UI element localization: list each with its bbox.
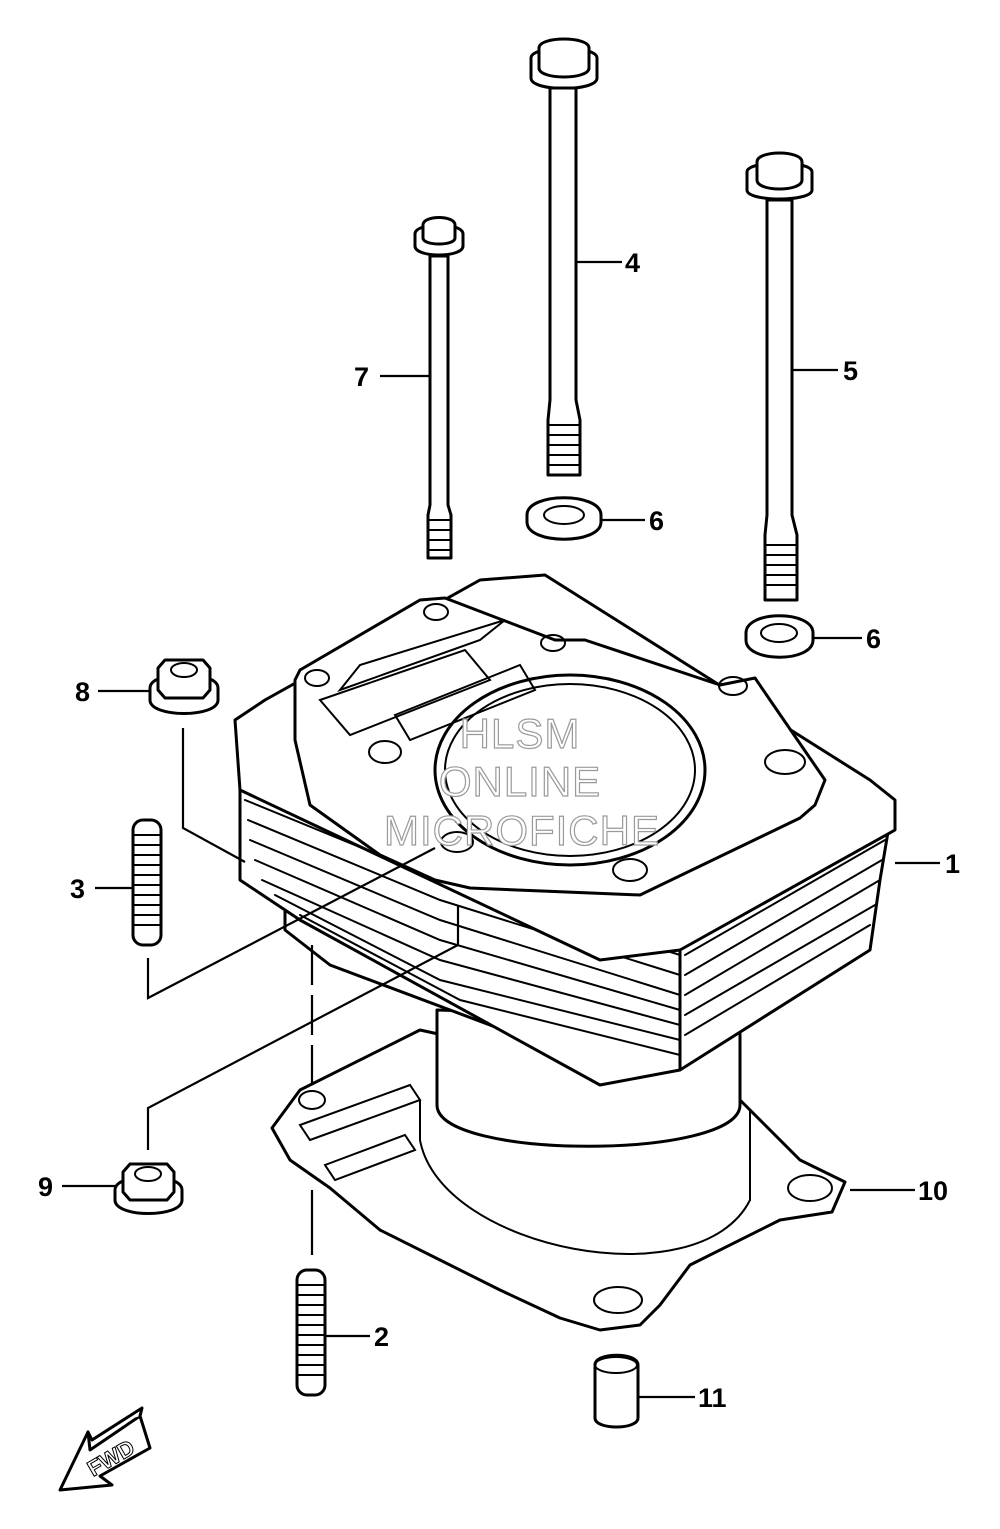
callout-5: 5: [843, 356, 858, 386]
callout-4: 4: [625, 248, 640, 278]
assembly-lines: [146, 728, 460, 1255]
dowel-pin[interactable]: [593, 1353, 640, 1429]
watermark-line-1: HLSM: [460, 710, 581, 757]
stud-bolt-lower[interactable]: [295, 1268, 327, 1397]
callout-labels: 1 2 3 4 5 6 6 7 8 9 10 11: [38, 248, 960, 1413]
watermark-line-2: ONLINE: [439, 758, 601, 805]
stud-bolt-upper[interactable]: [131, 818, 163, 947]
washer-upper[interactable]: [525, 496, 603, 541]
flange-nut-upper[interactable]: [148, 658, 220, 715]
watermark-line-3: MICROFICHE: [384, 807, 660, 854]
callout-6-upper: 6: [649, 506, 664, 536]
flange-nut-lower[interactable]: [113, 1162, 184, 1215]
cylinder-bolt-long-right[interactable]: [745, 151, 814, 602]
callout-2: 2: [374, 1322, 389, 1352]
forward-direction-arrow: FWD: [58, 1406, 152, 1492]
callout-10: 10: [918, 1176, 948, 1206]
cylinder-block[interactable]: [233, 573, 897, 1148]
callout-11: 11: [698, 1383, 727, 1413]
cylinder-bolt-short[interactable]: [413, 216, 465, 560]
callout-9: 9: [38, 1172, 53, 1202]
callout-8: 8: [75, 677, 90, 707]
callout-6-lower: 6: [866, 624, 881, 654]
cylinder-bolt-long-center[interactable]: [529, 37, 599, 477]
callout-3: 3: [70, 874, 85, 904]
callout-7: 7: [354, 362, 369, 392]
callout-leaders: [62, 260, 940, 1399]
washer-lower[interactable]: [744, 614, 815, 659]
watermark: HLSM ONLINE MICROFICHE: [383, 709, 660, 854]
callout-1: 1: [945, 849, 960, 879]
